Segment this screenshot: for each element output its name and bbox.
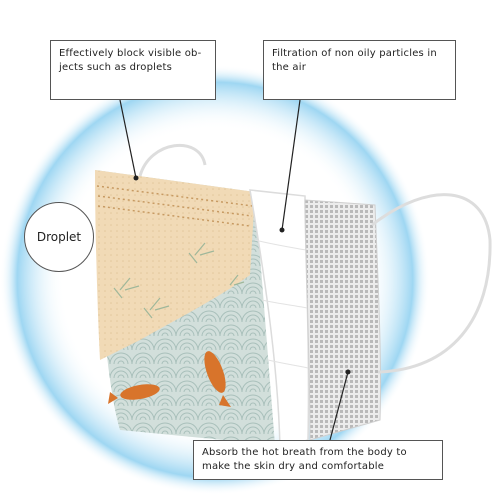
droplet-label: Droplet xyxy=(36,230,82,244)
leader-lines xyxy=(119,99,349,441)
leader-dot-breath xyxy=(345,369,351,375)
leader-dot-filtration xyxy=(279,227,285,233)
callout-breath-line2: make the skin dry and comfortable xyxy=(202,461,385,472)
callout-visible-objects-line2: jects such as droplets xyxy=(59,62,172,73)
outer-layer xyxy=(95,170,275,445)
ear-loop-left xyxy=(138,143,207,177)
callout-filtration-line1: Filtration of non oily particles in xyxy=(272,48,437,59)
callout-visible-objects: Effectively block visible ob- jects such… xyxy=(50,40,216,100)
koi-fish xyxy=(108,351,231,407)
callout-filtration: Filtration of non oily particles in the … xyxy=(263,40,456,100)
callout-filtration-line2: the air xyxy=(272,62,307,73)
ear-loop-right xyxy=(371,193,492,374)
leader-dot-visible-objects xyxy=(133,175,139,181)
callout-visible-objects-line1: Effectively block visible ob- xyxy=(59,48,202,59)
callout-breath-line1: Absorb the hot breath from the body to xyxy=(202,447,407,458)
droplet-badge: Droplet xyxy=(24,202,94,272)
callout-breath: Absorb the hot breath from the body to m… xyxy=(193,440,443,480)
inner-filter-layer xyxy=(304,199,382,441)
